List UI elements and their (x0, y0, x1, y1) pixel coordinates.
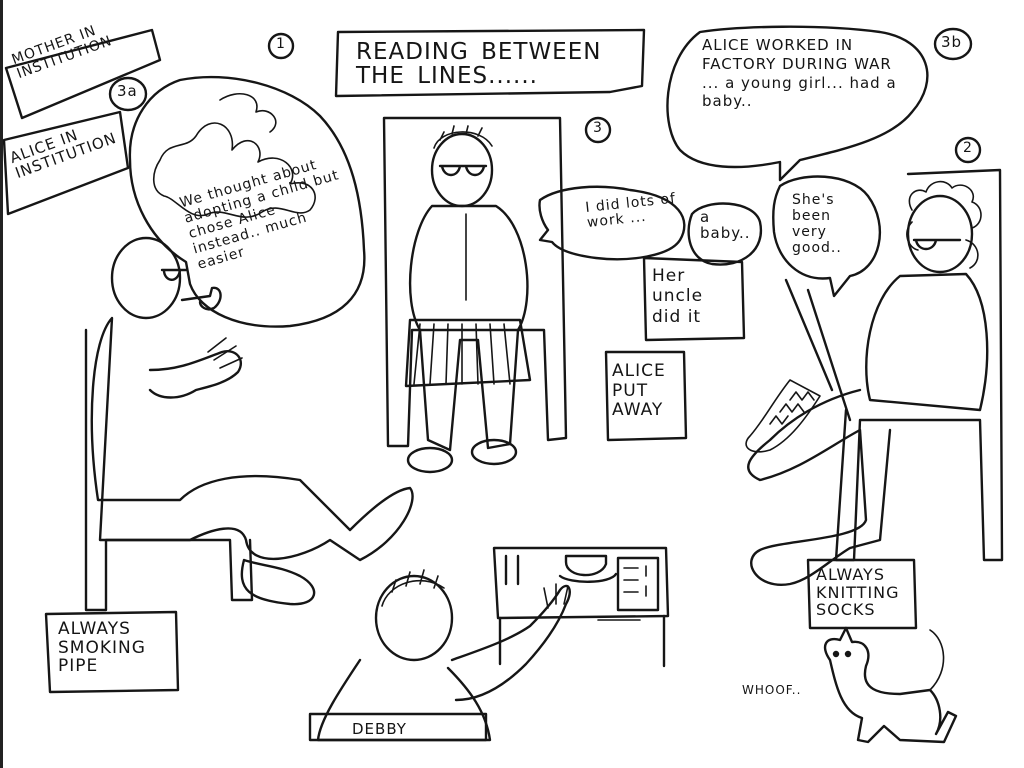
pipe-caption-box (44, 610, 180, 694)
knitter-bubble (772, 175, 882, 298)
alice-worked-text: ALICE WORKED IN FACTORY DURING WAR ... a… (702, 36, 897, 111)
father-bubble (128, 75, 366, 328)
sock-zigzag (769, 391, 815, 425)
daughter-skirt (404, 318, 532, 388)
marker-2: 2 (963, 140, 973, 156)
put-away-text: ALICE PUT AWAY (612, 361, 666, 421)
father-thought-scribble (152, 122, 316, 218)
center-chair (382, 116, 568, 448)
marker-2-circle (954, 136, 982, 164)
calendar (616, 556, 660, 612)
knitter-leg (747, 388, 892, 586)
uncle-box (642, 256, 746, 342)
socks-caption: ALWAYS KNITTING SOCKS (816, 565, 900, 620)
knitter-head (906, 194, 974, 274)
knitted-sock (745, 379, 821, 453)
daughter-glasses (438, 164, 488, 177)
father-head (110, 236, 182, 320)
whoof-text: WHOOF.. (742, 683, 802, 697)
marker-3-circle (584, 116, 612, 144)
father-body (90, 316, 414, 562)
daughter-body (408, 204, 529, 452)
father-arm (148, 350, 243, 399)
calendar-marks (623, 565, 647, 597)
father-pipe (180, 286, 222, 311)
knitter-glasses (912, 238, 962, 251)
page-title: READING BETWEEN THE LINES...... (356, 39, 602, 90)
father-hand-fingers (207, 337, 243, 369)
alice-label-box (2, 110, 130, 216)
father-glasses (160, 268, 188, 281)
left-edge-line (0, 0, 3, 768)
cat-eye-left (832, 650, 840, 658)
daughter-hair (433, 125, 493, 149)
marker-3a-circle (108, 76, 148, 112)
debby-label: DEBBY (352, 720, 407, 738)
pencils (504, 554, 520, 586)
marker-1: 1 (276, 36, 286, 52)
work-bubble (538, 185, 686, 261)
marker-3a: 3a (117, 82, 138, 100)
uncle-text: Her uncle did it (652, 266, 704, 327)
father-shoe (240, 558, 316, 606)
debby-hair (381, 569, 445, 607)
mother-label-box (4, 28, 162, 120)
alice-worked-bubble (666, 25, 929, 182)
knitter-curls (906, 180, 982, 269)
debby-head (374, 574, 454, 662)
cat-eye-right (844, 650, 852, 658)
a-baby-text: a baby.. (700, 208, 751, 242)
cat (823, 626, 958, 744)
marker-3: 3 (593, 120, 603, 136)
debby-chair-back (308, 712, 488, 742)
marker-3b: 3b (941, 33, 963, 51)
a-baby-bubble (687, 202, 763, 266)
desk (492, 546, 670, 620)
marker-3b-circle (933, 27, 973, 61)
knitter-body (865, 272, 989, 412)
debby-arm (450, 584, 571, 702)
daughter-shoe-left (406, 446, 454, 474)
cup (558, 554, 618, 583)
socks-caption-box (806, 558, 918, 630)
put-away-box (604, 350, 688, 442)
debby-hand-fingers (543, 583, 569, 609)
pipe-caption: ALWAYS SMOKING PIPE (58, 619, 146, 677)
marker-1-circle (267, 32, 295, 60)
father-thought-scribble-2 (219, 92, 277, 133)
father-chair (84, 328, 254, 612)
knitting-needle (784, 278, 852, 422)
daughter-shoe-right (470, 438, 518, 466)
cat-tail (929, 629, 945, 691)
knitter-speech-text: She's been very good.. (792, 192, 842, 257)
title-box (334, 28, 646, 98)
daughter-skirt-pleats (413, 323, 511, 385)
